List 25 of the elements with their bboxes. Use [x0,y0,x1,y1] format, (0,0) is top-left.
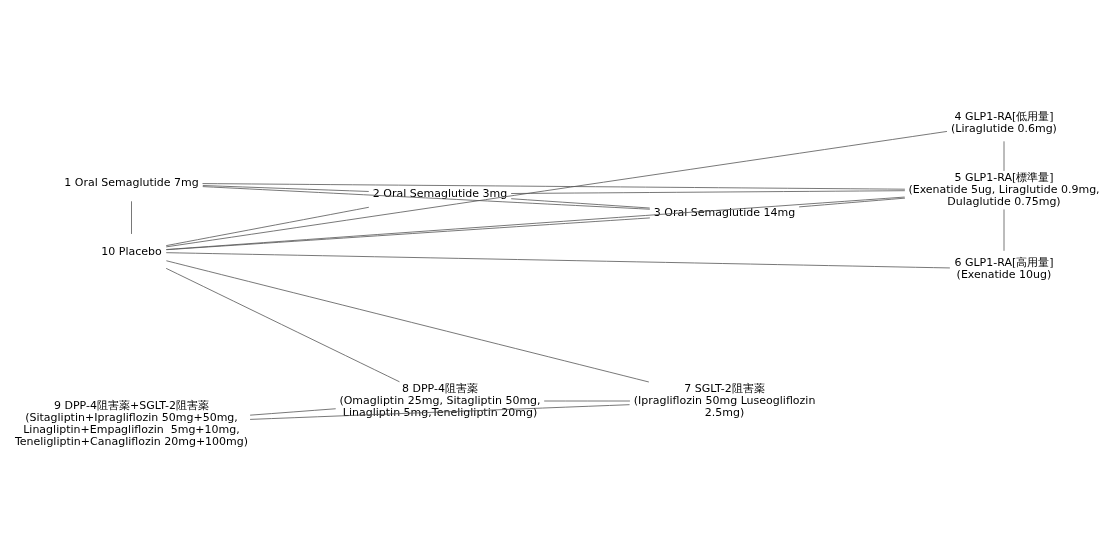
connector [165,251,951,268]
node-text: 9 DPP-4阻害薬+SGLT-2阻害薬 (Sitagliptin+Ipragliflozin 50mg+50mg, Linagliptin+Empagliflozin 5mg+10mg, Teneligliptin+Canagliflozin 20mg+100mg) [14,398,249,448]
connector [202,182,906,190]
node-text: 3 Oral Semaglutide 14mg [653,205,796,219]
connector [249,407,337,416]
connector [165,206,370,246]
connector [202,184,370,192]
node-text: 6 GLP1-RA[高用量] (Exenatide 10ug) [954,255,1054,281]
connector [165,196,906,250]
connector [510,197,651,208]
connector [510,189,906,194]
node-text: 8 DPP-4阻害薬 (Omagliptin 25mg, Sitagliptin 50mg, Linagliptin 5mg,Teneligliptin 20mg) [339,381,541,419]
connector [166,259,650,382]
node-text: 10 Placebo [101,244,162,258]
node-text: 2 Oral Semaglutide 3mg [372,186,508,200]
node-text: 7 SGLT-2阻害薬 (Ipragliflozin 50mg Luseogliflozin 2.5mg) [633,381,816,419]
node-text: 4 GLP1-RA[低用量] (Liraglutide 0.6mg) [951,109,1057,135]
node-text: 5 GLP1-RA[標準量] (Exenatide 5ug, Liraglutide 0.9mg, Dulaglutide 0.75mg) [908,170,1100,208]
connector [249,403,630,420]
connector [131,200,132,234]
connector [165,267,400,382]
connector [202,185,651,210]
connector [798,197,906,207]
connector [165,130,948,247]
node-text: 1 Oral Semaglutide 7mg [64,175,199,189]
